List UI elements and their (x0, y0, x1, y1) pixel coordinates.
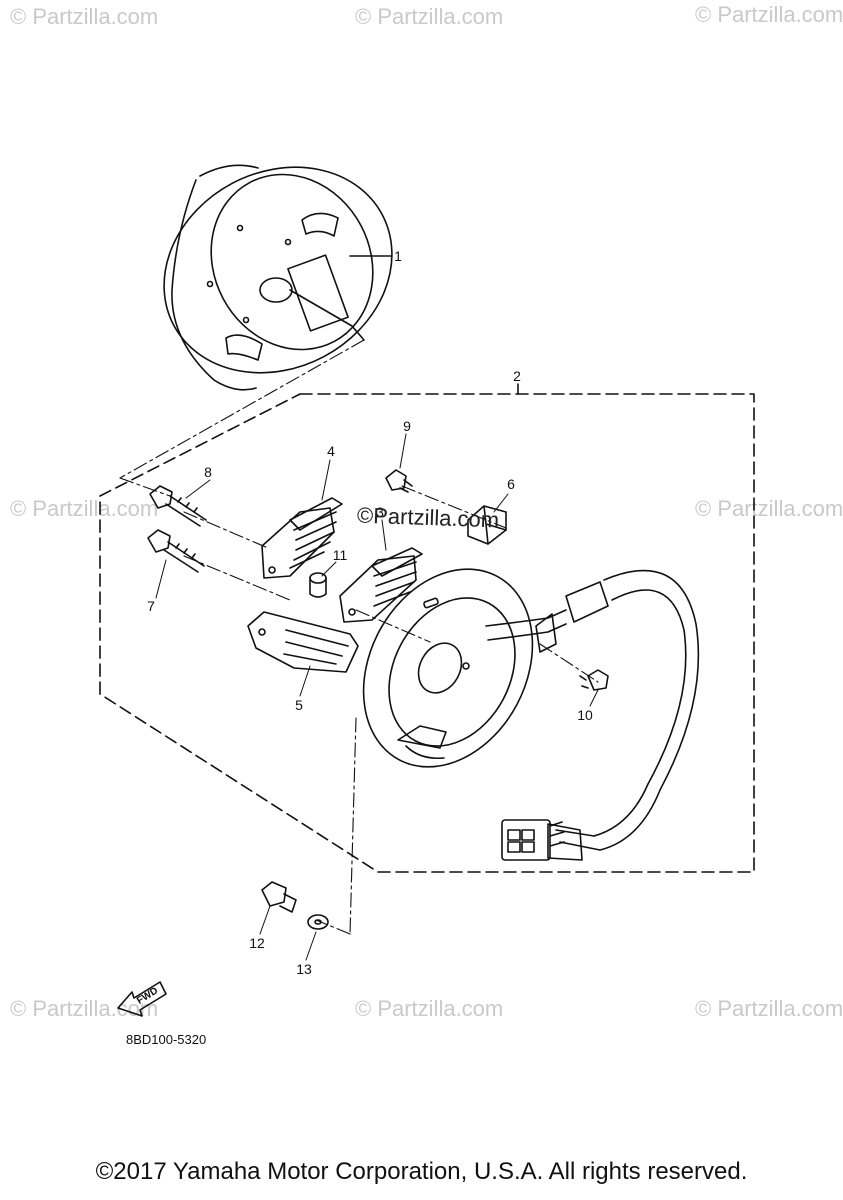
callout-7: 7 (147, 598, 155, 614)
callout-13: 13 (296, 961, 312, 977)
stator-plate[interactable] (330, 540, 565, 797)
diagram-code: 8BD100-5320 (126, 1032, 207, 1047)
callout-1: 1 (394, 248, 402, 264)
coupler-connector[interactable] (501, 819, 565, 861)
pickup-coil[interactable] (247, 611, 359, 673)
watermark-bottom-left: © Partzilla.com (10, 996, 159, 1021)
flywheel-rotor[interactable] (128, 128, 428, 412)
stator-assembly-outline (99, 383, 755, 873)
callout-3: 3 (376, 504, 384, 520)
watermark-top-left: © Partzilla.com (10, 4, 159, 29)
watermark-top-center: © Partzilla.com (355, 4, 504, 29)
fwd-arrow-label: FWD (135, 985, 160, 1006)
watermark-top-right: © Partzilla.com (695, 2, 843, 27)
fwd-arrow-icon (117, 981, 167, 1017)
callout-8: 8 (204, 464, 212, 480)
charge-coil-3[interactable] (339, 547, 423, 623)
screw-9[interactable] (385, 469, 413, 493)
callout-10: 10 (577, 707, 593, 723)
screw-10[interactable] (579, 669, 609, 691)
callout-12: 12 (249, 935, 265, 951)
watermark-mid-left: © Partzilla.com (10, 496, 159, 521)
callout-5: 5 (295, 697, 303, 713)
bolt-12[interactable] (261, 881, 297, 913)
callout-4: 4 (327, 443, 335, 459)
screw-7[interactable] (147, 529, 205, 573)
wire-harness[interactable] (485, 569, 700, 861)
watermark-mid-right: © Partzilla.com (695, 496, 843, 521)
callout-6: 6 (507, 476, 515, 492)
callout-11: 11 (332, 547, 348, 563)
watermark-center: ©Partzilla.com (356, 502, 500, 533)
copyright-notice: ©2017 Yamaha Motor Corporation, U.S.A. A… (95, 1158, 748, 1185)
callout-9: 9 (403, 418, 411, 434)
collar[interactable] (309, 572, 327, 598)
screw-8[interactable] (149, 485, 207, 527)
watermark-bottom-right: © Partzilla.com (695, 996, 843, 1021)
washer-13[interactable] (307, 914, 329, 930)
wire-clamp[interactable] (467, 505, 507, 545)
watermark-bottom-center: © Partzilla.com (355, 996, 504, 1021)
charge-coil-4[interactable] (261, 497, 343, 579)
callout-2: 2 (513, 368, 521, 384)
